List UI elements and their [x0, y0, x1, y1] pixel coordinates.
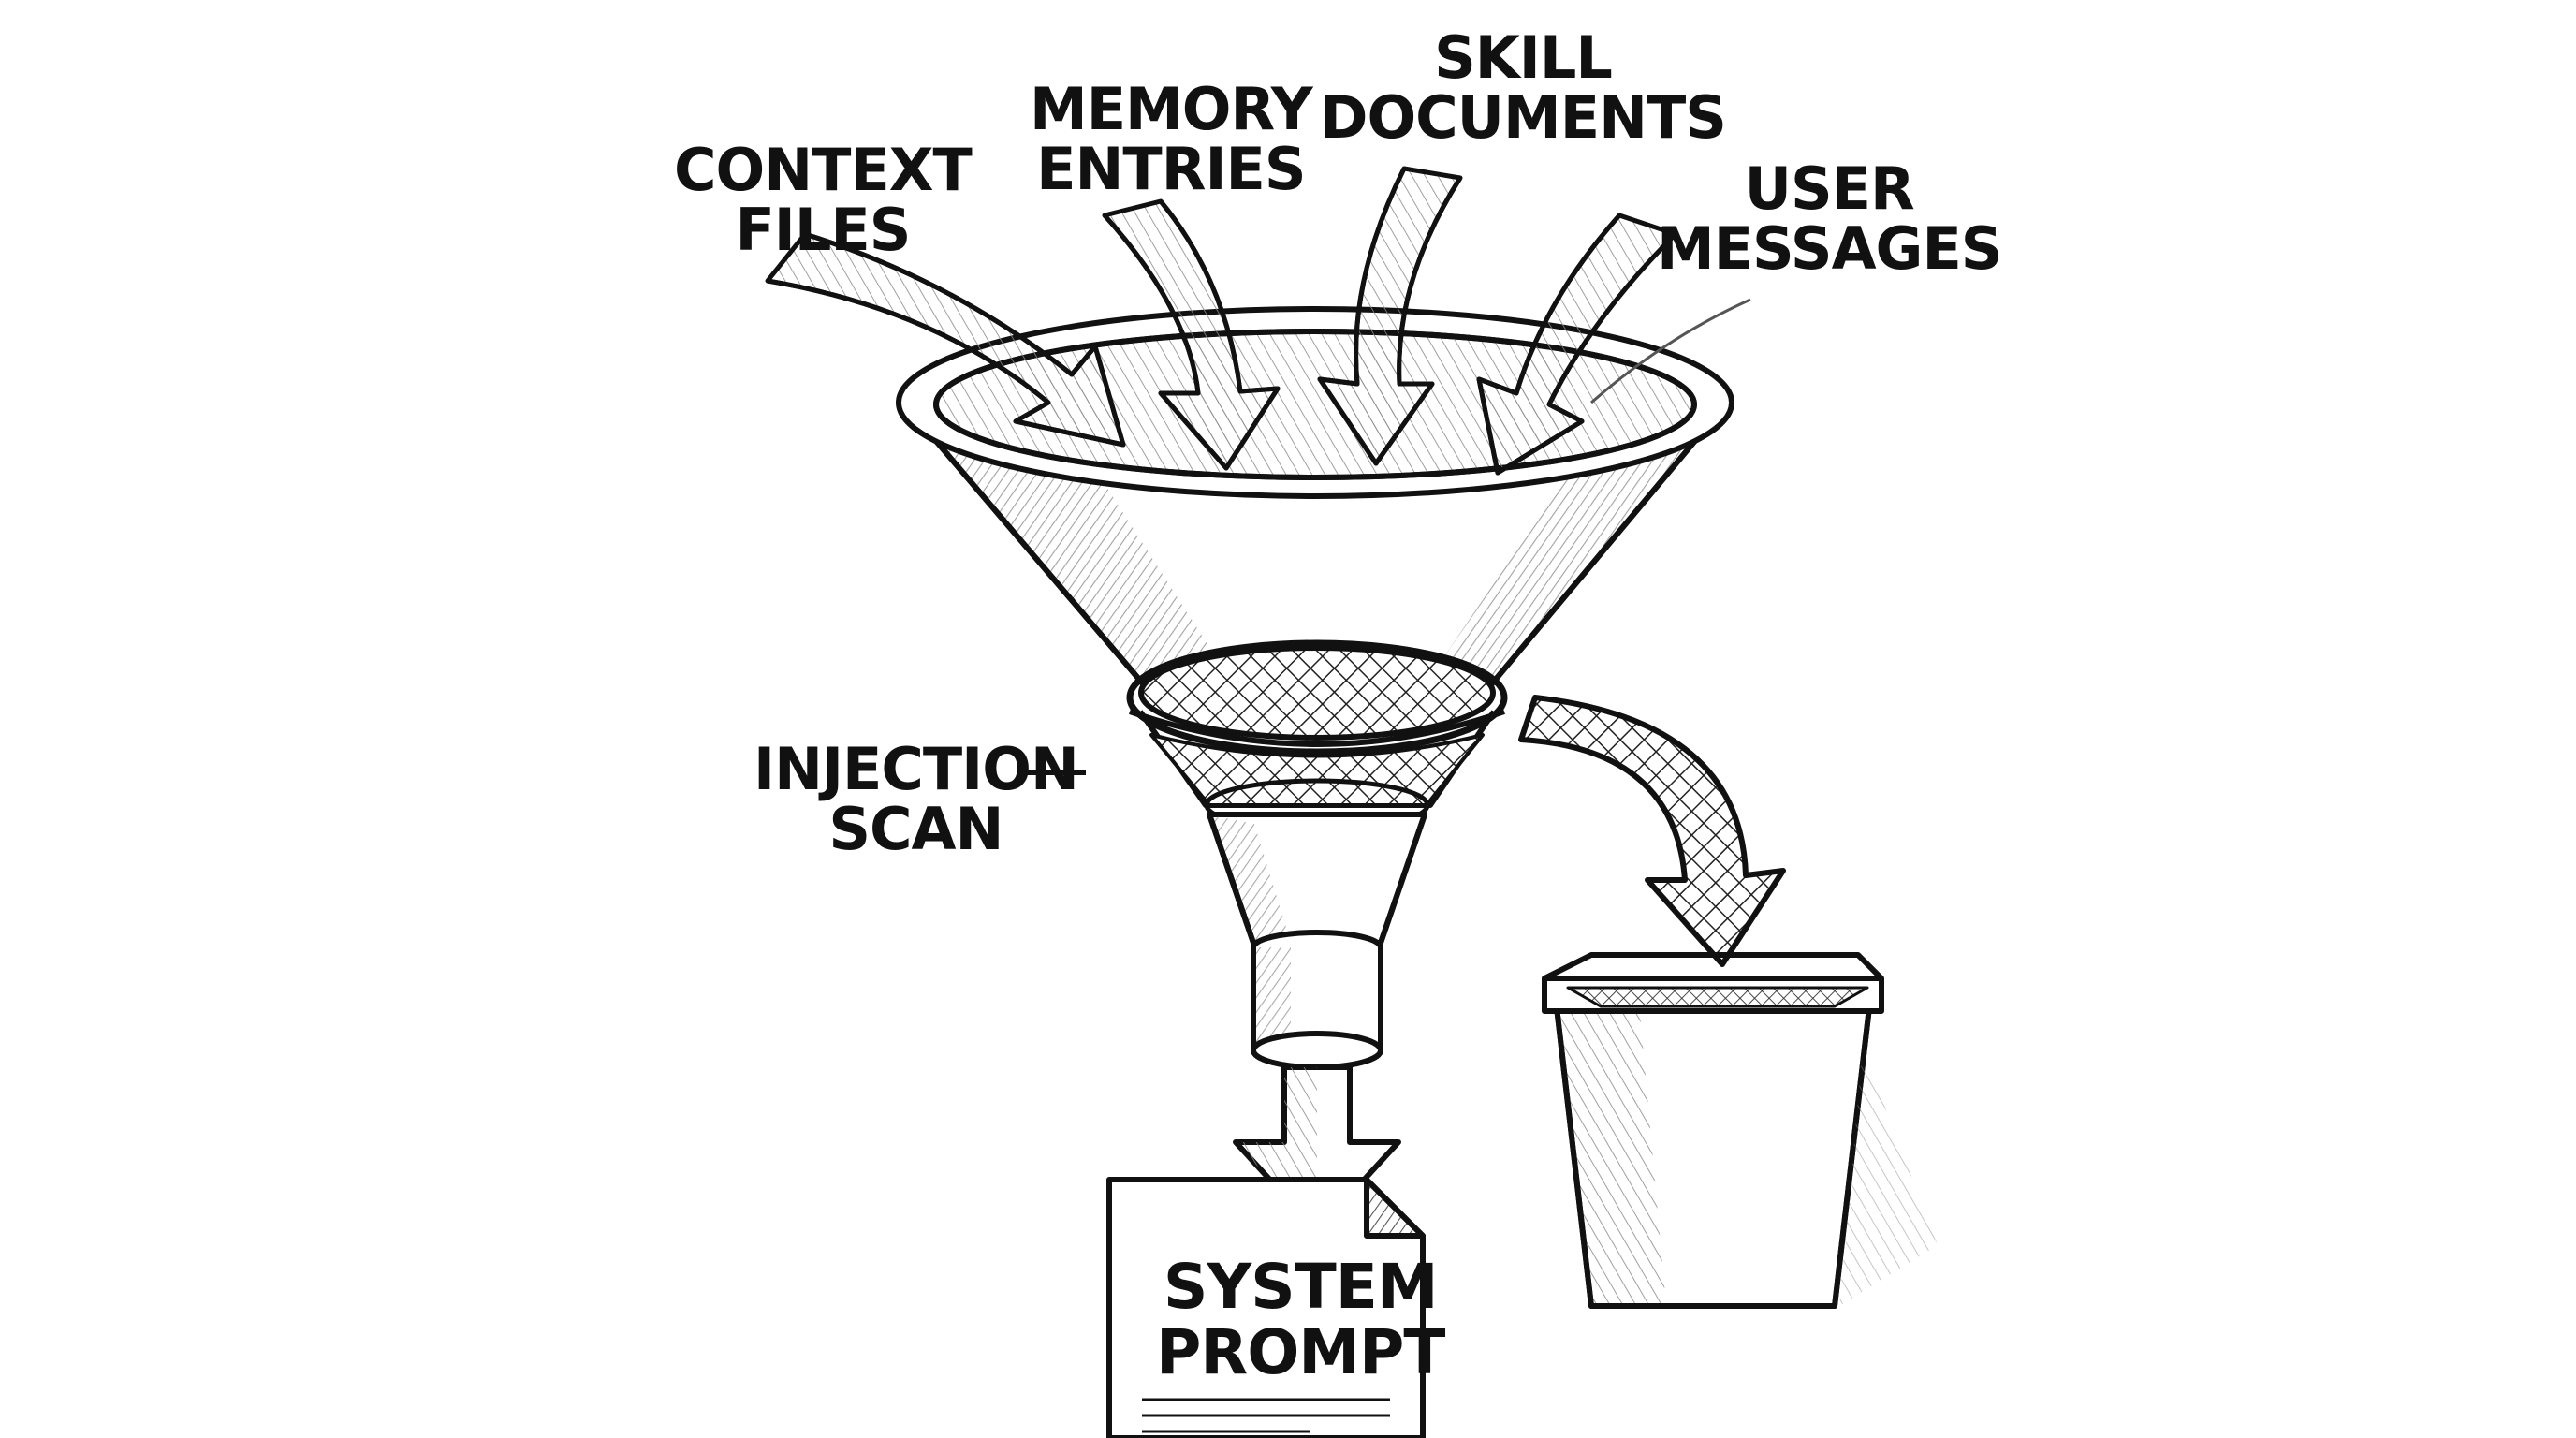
label-line: ENTRIES — [1036, 135, 1306, 203]
label-skill-documents: SKILL DOCUMENTS — [1320, 23, 1727, 152]
mesh-filter-disc — [1138, 645, 1496, 741]
label-line: INJECTION — [754, 735, 1079, 803]
label-line: FILES — [735, 196, 911, 264]
arrow-icon — [1518, 695, 1786, 967]
label-user-messages: USER MESSAGES — [1657, 154, 2002, 283]
label-injection-scan: INJECTION SCAN — [754, 735, 1079, 863]
trash-bin-icon — [1542, 952, 1938, 1309]
label-line: PROMPT — [1156, 1316, 1445, 1388]
label-line: SYSTEM — [1163, 1251, 1439, 1323]
label-system-prompt: SYSTEM PROMPT — [1156, 1251, 1445, 1388]
label-line: MESSAGES — [1657, 214, 2002, 283]
document-icon — [1106, 1177, 1426, 1438]
label-line: SCAN — [828, 795, 1003, 863]
label-line: USER — [1744, 154, 1915, 223]
label-memory-entries: MEMORY ENTRIES — [1030, 75, 1313, 203]
label-line: SKILL — [1434, 23, 1613, 92]
label-context-files: CONTEXT FILES — [674, 136, 973, 264]
label-line: CONTEXT — [674, 136, 973, 204]
label-line: DOCUMENTS — [1320, 83, 1727, 152]
label-line: MEMORY — [1030, 75, 1313, 143]
